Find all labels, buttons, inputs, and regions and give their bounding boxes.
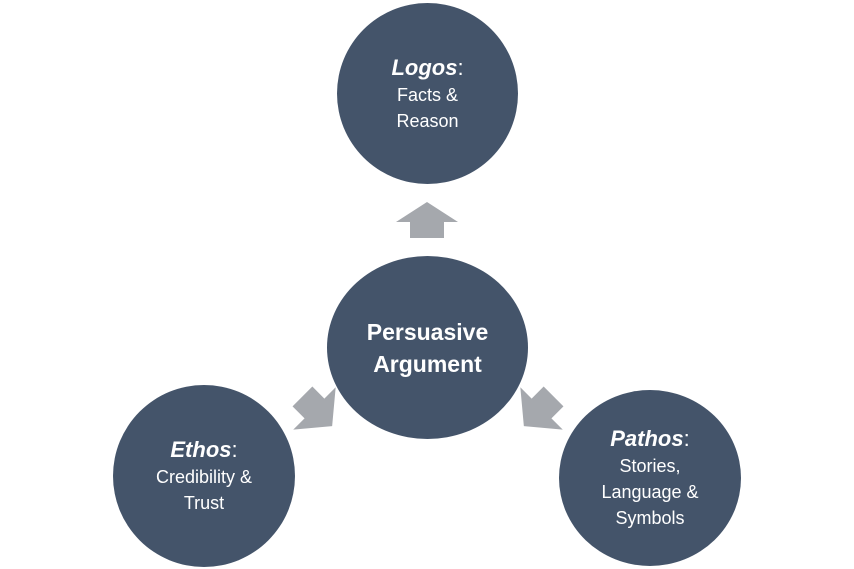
pathos-desc-line-2: Language & (601, 482, 699, 502)
logos-desc-line-2: Reason (396, 110, 459, 131)
logos-term: Logos (391, 54, 458, 80)
ethos-heading: Ethos: (170, 436, 237, 464)
center-line-2: Argument (373, 350, 482, 377)
pathos-heading: Pathos: (610, 425, 689, 453)
persuasive-argument-circle: Persuasive Argument (327, 256, 528, 439)
pathos-desc-line-1: Stories, (619, 456, 681, 476)
logos-colon: : (457, 54, 464, 80)
pathos-desc-line-3: Symbols (615, 508, 685, 528)
arrow-to-ethos-icon (292, 386, 336, 430)
logos-desc-line-1: Facts & (396, 84, 458, 105)
pathos-term: Pathos (610, 426, 684, 451)
ethos-circle: Ethos: Credibility & Trust (113, 385, 295, 567)
logos-heading: Logos: (391, 54, 463, 82)
ethos-term: Ethos (170, 437, 232, 462)
ethos-desc-line-1: Credibility & (155, 467, 253, 487)
pathos-colon: : (683, 426, 690, 451)
ethos-colon: : (231, 437, 238, 462)
pathos-circle: Pathos: Stories, Language & Symbols (559, 390, 741, 566)
pathos-description: Stories, Language & Symbols (601, 453, 698, 531)
center-line-1: Persuasive (366, 318, 489, 345)
ethos-desc-line-2: Trust (183, 493, 225, 513)
arrow-to-pathos-icon (520, 386, 564, 430)
logos-description: Facts & Reason (396, 82, 458, 134)
logos-circle: Logos: Facts & Reason (337, 3, 518, 184)
arrow-to-logos-icon (396, 202, 458, 238)
ethos-description: Credibility & Trust (156, 464, 252, 516)
